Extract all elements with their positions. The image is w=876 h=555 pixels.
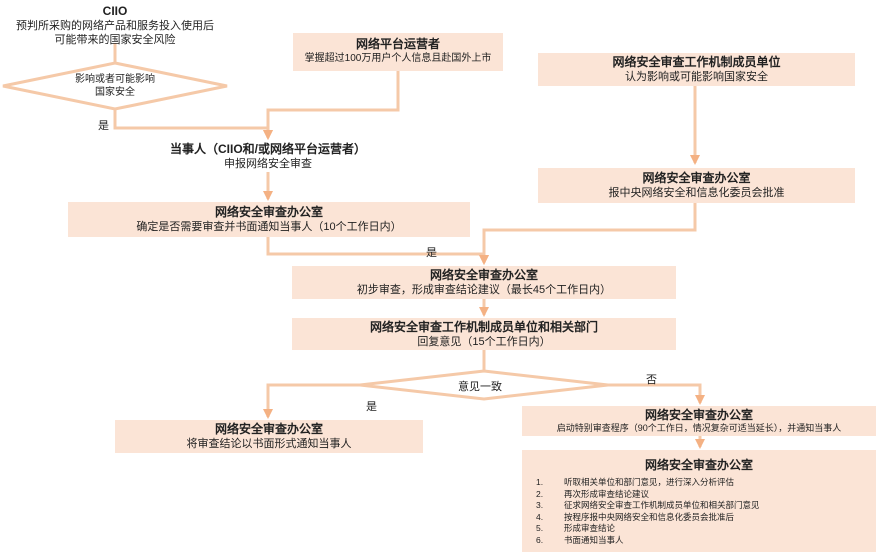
party-title: 当事人（CIIO和/或网络平台运营者） bbox=[169, 142, 366, 156]
member-reply-title: 网络安全审查工作机制成员单位和相关部门 bbox=[369, 320, 598, 334]
member-unit-text: 认为影响或可能影响国家安全 bbox=[625, 71, 768, 83]
list-item-number: 6. bbox=[536, 534, 544, 545]
connector-office-report-to-initial bbox=[479, 203, 697, 265]
ciio-node: CIIO 预判所采购的网络产品和服务投入使用后 可能带来的国家安全风险 bbox=[8, 4, 222, 47]
decision1-yes-label: 是 bbox=[98, 120, 109, 132]
member-reply-box: 网络安全审查工作机制成员单位和相关部门 回复意见（15个工作日内） bbox=[292, 318, 676, 350]
list-item-number: 2. bbox=[536, 488, 544, 499]
list-item-text: 书面通知当事人 bbox=[564, 534, 624, 545]
connector-platform-to-merge bbox=[263, 71, 400, 140]
platform-title: 网络平台运营者 bbox=[355, 37, 440, 51]
list-item-text: 听取相关单位和部门意见，进行深入分析评估 bbox=[564, 477, 735, 487]
office-special-title: 网络安全审查办公室 bbox=[644, 408, 753, 422]
list-item-number: 3. bbox=[536, 500, 544, 510]
list-item: 2. 再次形成审查结论建议 bbox=[536, 489, 876, 501]
office-report-title: 网络安全审查办公室 bbox=[642, 171, 751, 185]
office-steps-box: 网络安全审查办公室 1. 听取相关单位和部门意见，进行深入分析评估 2. 再次形成审… bbox=[522, 450, 876, 552]
office-initial-text: 初步审查，形成审查结论建议（最长45个工作日内） bbox=[356, 284, 612, 296]
party-text: 申报网络安全审查 bbox=[224, 158, 312, 170]
list-item: 5. 形成审查结论 bbox=[536, 523, 876, 535]
list-item: 6. 书面通知当事人 bbox=[536, 535, 876, 547]
ciio-title: CIIO bbox=[102, 4, 128, 18]
list-item-number: 1. bbox=[536, 477, 544, 487]
list-item-text: 再次形成审查结论建议 bbox=[564, 488, 650, 499]
office-notify-title: 网络安全审查办公室 bbox=[214, 422, 323, 436]
office-initial-box: 网络安全审查办公室 初步审查，形成审查结论建议（最长45个工作日内） bbox=[292, 266, 676, 299]
connector-office-confirm-to-initial bbox=[266, 237, 489, 265]
decision-diamond-impact bbox=[2, 61, 228, 111]
office-special-text: 启动特别审查程序（90个工作日，情况复杂可适当延长），并通知当事人 bbox=[556, 423, 842, 433]
platform-text: 掌握超过100万用户个人信息且赴国外上市 bbox=[304, 53, 492, 64]
list-item: 4. 按程序报中央网络安全和信息化委员会批准后 bbox=[536, 512, 876, 524]
connector-decision2-no bbox=[608, 383, 705, 405]
decision-diamond-consensus bbox=[359, 369, 609, 401]
office-initial-title: 网络安全审查办公室 bbox=[429, 268, 538, 282]
list-item-number: 4. bbox=[536, 511, 544, 522]
list-item: 3. 征求网络安全审查工作机制成员单位和相关部门意见 bbox=[536, 500, 876, 512]
office-report-box: 网络安全审查办公室 报中央网络安全和信息化委员会批准 bbox=[538, 168, 855, 203]
office-confirm-yes-label: 是 bbox=[426, 247, 437, 259]
member-reply-text: 回复意见（15个工作日内） bbox=[417, 336, 551, 348]
office-report-text: 报中央网络安全和信息化委员会批准 bbox=[608, 187, 785, 199]
list-item-text: 形成审查结论 bbox=[564, 523, 616, 533]
platform-box: 网络平台运营者 掌握超过100万用户个人信息且赴国外上市 bbox=[293, 33, 503, 71]
party-node: 当事人（CIIO和/或网络平台运营者） 申报网络安全审查 bbox=[158, 142, 378, 171]
list-item: 1. 听取相关单位和部门意见，进行深入分析评估 bbox=[536, 477, 876, 489]
decision2-text: 意见一致 bbox=[458, 381, 502, 393]
office-steps-title: 网络安全审查办公室 bbox=[644, 458, 753, 472]
office-notify-box: 网络安全审查办公室 将审查结论以书面形式通知当事人 bbox=[115, 420, 423, 453]
member-unit-box: 网络安全审查工作机制成员单位 认为影响或可能影响国家安全 bbox=[538, 53, 855, 86]
office-confirm-box: 网络安全审查办公室 确定是否需要审查并书面通知当事人（10个工作日内） bbox=[68, 202, 470, 237]
list-item-number: 5. bbox=[536, 523, 544, 533]
connector-decision1-to-merge bbox=[113, 109, 273, 140]
office-confirm-text: 确定是否需要审查并书面通知当事人（10个工作日内） bbox=[136, 221, 402, 233]
office-confirm-title: 网络安全审查办公室 bbox=[214, 205, 323, 219]
decision1-text: 影响或者可能影响 国家安全 bbox=[75, 74, 155, 98]
ciio-text: 预判所采购的网络产品和服务投入使用后 可能带来的国家安全风险 bbox=[16, 20, 214, 46]
member-unit-title: 网络安全审查工作机制成员单位 bbox=[612, 55, 781, 69]
connector-decision2-yes bbox=[263, 383, 360, 419]
list-item-text: 按程序报中央网络安全和信息化委员会批准后 bbox=[564, 511, 735, 522]
office-special-box: 网络安全审查办公室 启动特别审查程序（90个工作日，情况复杂可适当延长），并通知… bbox=[522, 406, 876, 436]
decision2-yes-label: 是 bbox=[366, 401, 377, 413]
office-notify-text: 将审查结论以书面形式通知当事人 bbox=[186, 438, 352, 450]
decision2-no-label: 否 bbox=[646, 374, 657, 386]
list-item-text: 征求网络安全审查工作机制成员单位和相关部门意见 bbox=[564, 500, 760, 510]
office-steps-list: 1. 听取相关单位和部门意见，进行深入分析评估 2. 再次形成审查结论建议 3. 征求… bbox=[536, 477, 876, 546]
